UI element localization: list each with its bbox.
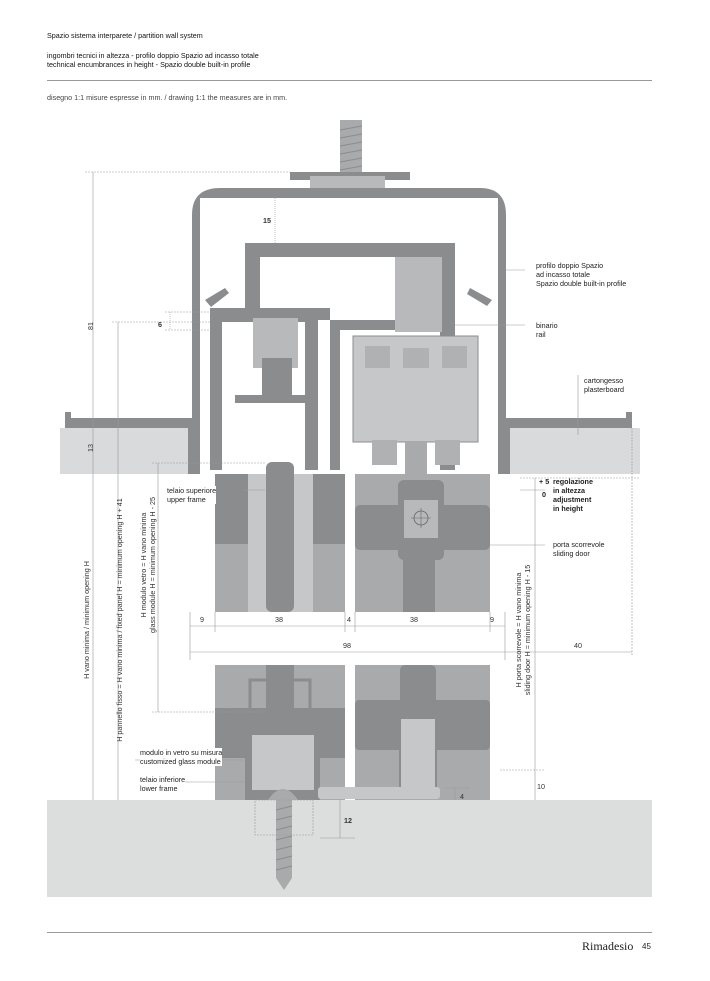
floor [47,800,652,897]
plasterboard-right [506,428,640,474]
dim-15: 15 [263,216,271,225]
label-sliding-door-2: sliding door H = minimum opening H - 15 [523,565,532,695]
dim-38-left: 38 [275,615,283,624]
label-fixed-panel: H pannello fisso = H vano minima / fixed… [115,498,124,742]
adjustment-screw [405,442,427,482]
dim-9-right: 9 [490,615,494,624]
label-profile: profilo doppio Spazio ad incasso totale … [536,261,626,288]
dim-13: 13 [86,444,95,452]
label-line: sliding door [553,549,590,558]
document-title: Spazio sistema interparete / partition w… [47,31,203,40]
label-line: telaio inferiore [140,775,186,784]
dim-12: 12 [344,816,352,825]
dim-4-gap: 4 [347,615,351,624]
dim-6: 6 [158,320,162,329]
label-rail: binario rail [536,321,558,339]
plasterboard-left [60,428,192,474]
label-glass-module: modulo in vetro su misura customized gla… [140,748,223,766]
label-lower-frame: telaio inferiore lower frame [140,775,185,793]
flange-left [65,412,188,428]
page-number: 45 [642,942,651,951]
label-glass-module-2: glass module H = minimum opening H - 25 [148,497,157,633]
adjustment-plus: + 5 [539,477,550,486]
label-line: rail [536,330,546,339]
label-line: adjustment [553,495,592,504]
dim-9-left: 9 [200,615,204,624]
dim-81: 81 [86,322,95,330]
label-adjustment: regolazione in altezza adjustment in hei… [553,477,593,513]
dim-98: 98 [343,641,351,650]
label-line: cartongesso [584,376,624,385]
footer-divider [47,932,652,933]
label-line: upper frame [167,495,206,504]
subtitle-en: technical encumbrances in height - Spazi… [47,60,251,69]
label-sliding-door: porta scorrevole sliding door [553,540,605,558]
label-min-opening: H vano minima / minimum opening H [82,561,91,679]
scale-note: disegno 1:1 misure espresse in mm. / dra… [47,93,288,102]
label-upper-frame: telaio superiore upper frame [167,486,217,504]
label-line: lower frame [140,784,178,793]
label-line: in height [553,504,583,513]
label-plasterboard: cartongesso plasterboard [584,376,624,394]
label-line: telaio superiore [167,486,217,495]
dim-4-floor: 4 [460,792,464,801]
label-line: Spazio double built-in profile [536,279,627,288]
label-glass-module-1: H modulo vetro = H vano minima [139,513,148,618]
label-line: in altezza [553,486,585,495]
brand-logo: Rimadesio [582,939,634,953]
ceiling-screw [340,120,362,176]
label-line: profilo doppio Spazio [536,261,604,270]
floor-guide [318,787,440,799]
label-line: customized glass module [140,757,221,766]
dim-10: 10 [537,782,545,791]
dim-38-right: 38 [410,615,418,624]
flange-right [510,412,632,428]
label-line: ad incasso totale [536,270,590,279]
label-line: modulo in vetro su misura [140,748,223,757]
header-divider [47,80,652,81]
adjustment-zero: 0 [542,490,546,499]
label-line: plasterboard [584,385,624,394]
dim-40: 40 [574,641,582,650]
subtitle-it: ingombri tecnici in altezza - profilo do… [47,51,259,60]
label-line: porta scorrevole [553,540,605,549]
label-line: binario [536,321,558,330]
label-line: regolazione [553,477,593,486]
label-sliding-door-1: H porta scorrevole = H vano minima [514,573,523,688]
